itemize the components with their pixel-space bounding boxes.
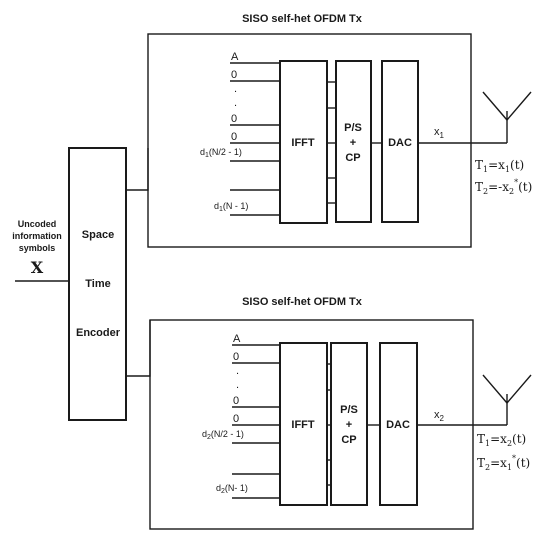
tx1-ps-cp-block (335, 60, 372, 223)
tx2-plus-label: + (346, 419, 352, 431)
input-section: Uncoded information symbols X (12, 219, 69, 282)
tx1-frame (147, 33, 472, 248)
tx2-dac-label: DAC (386, 419, 410, 431)
tx2-input-dot: . (236, 379, 239, 391)
tx2-input-d-last: d2(N- 1) (216, 483, 248, 495)
input-label-line2: information (12, 231, 62, 241)
input-label-line3: symbols (19, 243, 56, 253)
tx1-cp-label: CP (345, 152, 360, 164)
tx1-antenna-icon (482, 91, 532, 122)
tx1-input-dot: . (234, 97, 237, 109)
tx2-slot1-eq: T1=x2(t) (477, 432, 526, 448)
tx2-title: SISO self-het OFDM Tx (242, 296, 363, 308)
encoder-box (68, 147, 127, 421)
tx2-ps-label: P/S (340, 404, 358, 416)
tx1-input-zero: 0 (231, 113, 237, 125)
tx2-input-zero: 0 (233, 395, 239, 407)
tx2-cp-label: CP (341, 434, 356, 446)
tx2-input-zero: 0 (233, 351, 239, 363)
tx1-input-zero: 0 (231, 131, 237, 143)
encoder-line2: Time (85, 278, 110, 290)
tx1-output-label: x1 (434, 126, 445, 140)
tx1-plus-label: + (350, 137, 356, 149)
transmitter-1: SISO self-het OFDM Tx A 0 . . 0 0 d1(N/2… (147, 13, 532, 248)
space-time-encoder: Space Time Encoder (68, 147, 127, 421)
tx1-ifft-label: IFFT (291, 137, 314, 149)
tx1-input-d-mid: d1(N/2 - 1) (200, 147, 242, 159)
tx2-input-d-mid: d2(N/2 - 1) (202, 429, 244, 441)
tx1-ps-label: P/S (344, 122, 362, 134)
encoder-line1: Space (82, 229, 114, 241)
tx1-slot1-eq: T1=x1(t) (475, 158, 524, 174)
tx1-title: SISO self-het OFDM Tx (242, 13, 363, 25)
tx2-dac-block (379, 342, 418, 506)
encoder-to-tx2-line (126, 320, 151, 377)
tx1-input-zero: 0 (231, 69, 237, 81)
tx1-dac-label: DAC (388, 137, 412, 149)
tx1-input-dot: . (234, 83, 237, 95)
input-label-line1: Uncoded (18, 219, 57, 229)
tx2-input-a: A (233, 333, 241, 345)
tx2-slot2-eq: T2=x1*(t) (477, 454, 530, 472)
tx1-ifft-block (279, 60, 328, 224)
input-symbol: X (31, 258, 44, 277)
transmitter-2: SISO self-het OFDM Tx A 0 . . 0 0 d2(N/2… (149, 296, 532, 530)
encoder-line3: Encoder (76, 327, 121, 339)
tx1-slot2-eq: T2=-x2*(t) (475, 178, 532, 196)
tx2-ps-cp-block (330, 342, 368, 506)
tx2-input-zero: 0 (233, 413, 239, 425)
tx1-input-a: A (231, 51, 239, 63)
tx2-ifft-block (279, 342, 328, 506)
tx2-ifft-label: IFFT (291, 419, 314, 431)
tx1-dac-block (381, 60, 419, 223)
tx2-antenna-icon (482, 374, 532, 405)
encoder-to-tx1-line (126, 148, 149, 191)
tx2-input-dot: . (236, 365, 239, 377)
tx2-output-label: x2 (434, 409, 445, 423)
tx1-input-d-last: d1(N - 1) (214, 201, 248, 213)
